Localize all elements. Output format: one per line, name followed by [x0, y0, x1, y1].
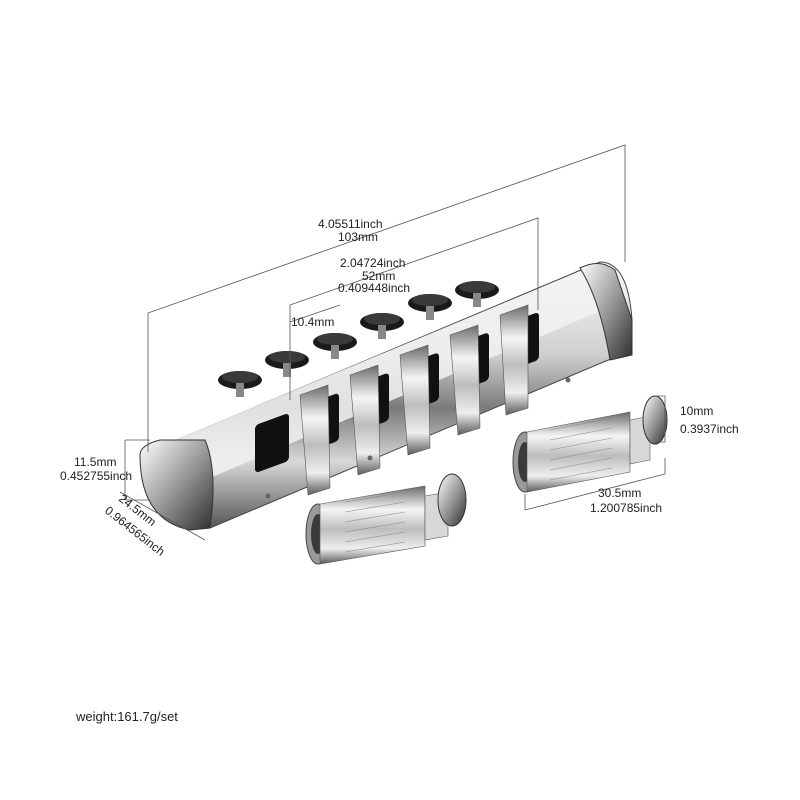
- front-screws: [265, 377, 571, 499]
- mounting-stud-left: [305, 473, 467, 565]
- dimension-lines: [119, 144, 666, 541]
- saddle: [255, 414, 289, 472]
- stud-diameter-inch: 0.3937inch: [680, 422, 739, 436]
- saddle-span-inch: 2.04724inch: [340, 256, 405, 270]
- thumb-screw: [218, 371, 262, 397]
- overall-length-mm: 103mm: [338, 230, 378, 244]
- bridge-end-cap-right: [579, 263, 633, 361]
- overall-length-inch: 4.05511inch: [318, 217, 383, 231]
- stud-length-mm: 30.5mm: [598, 486, 641, 500]
- stud-diameter-mm: 10mm: [680, 404, 713, 418]
- thumb-screw: [455, 281, 499, 307]
- saddle-span-mm: 52mm: [362, 269, 395, 283]
- thumb-screw: [408, 294, 452, 320]
- thumb-screw: [360, 313, 404, 339]
- weight-label: weight:161.7g/set: [76, 709, 178, 724]
- saddle-spacing-mm: 10.4mm: [291, 315, 334, 329]
- saddle-spacing-inch: 0.409448inch: [338, 281, 410, 295]
- stud-length-inch: 1.200785inch: [590, 501, 662, 515]
- saddle-dividers: [299, 304, 529, 496]
- thumb-screw: [313, 333, 357, 359]
- mounting-stud-right: [512, 395, 668, 493]
- body-height-mm: 11.5mm: [74, 455, 116, 469]
- thumb-screw: [265, 351, 309, 377]
- adjustment-screws: [218, 281, 499, 397]
- body-height-inch: 0.452755inch: [60, 469, 132, 483]
